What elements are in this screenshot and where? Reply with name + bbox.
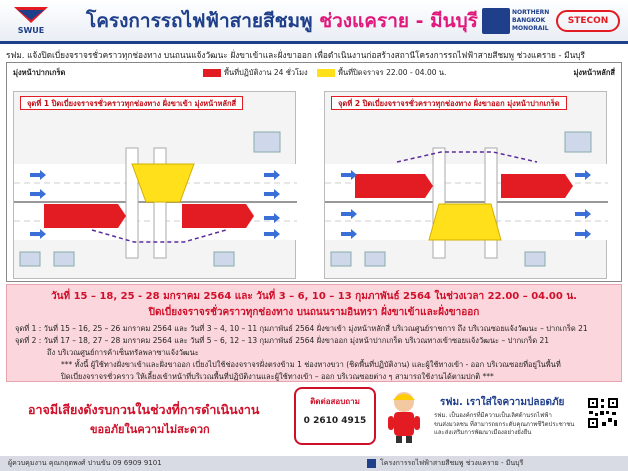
swue-logo: SWUE [14,7,48,35]
safety-line-3: และส่งเสริมการพัฒนาเมืองอย่างยั่งยืน [434,429,532,436]
panel-1-road-diagram [14,131,297,267]
safety-message: รฟม. เป็นองค์กรที่มีความเป็นเลิศด้านรถไฟ… [434,412,580,438]
direction-right: มุ่งหน้าหลักสี่ [573,68,615,77]
lane-arrows [341,170,591,239]
panel-2-road-diagram [325,131,608,267]
safety-line-1: รฟม. เป็นองค์กรที่มีความเป็นเลิศด้านรถไฟ… [434,412,552,419]
legend-red: พื้นที่ปฏิบัติงาน 24 ชั่วโมง [203,67,308,79]
note-line-1: *** ทั้งนี้ ผู้ใช้ทางฝั่งขาเข้าและฝั่งขา… [61,360,561,369]
detour-map: มุ่งหน้าปากเกร็ด พื้นที่ปฏิบัติงาน 24 ชั… [6,62,622,282]
page-title: โครงการรถไฟฟ้าสายสีชมพู ช่วงแคราย - มีนบ… [86,6,478,36]
legend-red-label: พื้นที่ปฏิบัติงาน 24 ชั่วโมง [224,68,308,77]
panel-point-1: จุดที่ 1 ปิดเบี่ยงจราจรชั่วคราวทุกช่องทา… [13,91,297,279]
nbm-logo-text: NORTHERN BANGKOK MONORAIL [512,9,550,32]
point-1-detail: จุดที่ 1 : วันที่ 15 – 16, 25 – 26 มกราค… [15,324,588,333]
supervisor-contact: ผู้ควบคุมงาน คุณกฤตพงศ์ ปานขัน 09 6909 9… [8,459,162,467]
panel-2-title: จุดที่ 2 ปิดเบี่ยงจราจรชั่วคราวทุกช่องทา… [331,96,567,110]
contact-box: ติดต่อสอบถาม 0 2610 4915 [294,387,376,445]
closure-subtitle: ปิดเบี่ยงจราจรชั่วคราวทุกช่องทาง บนถนนรา… [148,307,480,318]
panel-1-title: จุดที่ 1 ปิดเบี่ยงจราจรชั่วคราวทุกช่องทา… [20,96,244,110]
title-route: ช่วงแคราย - มีนบุรี [319,10,478,32]
nbm-logo [482,8,510,34]
schedule-info-box: วันที่ 15 – 18, 25 - 28 มกราคม 2564 และ … [6,284,622,382]
closure-zone-yellow [428,203,502,241]
point-2-detail: จุดที่ 2 : วันที่ 17 – 18, 27 – 28 มกราค… [15,336,550,345]
legend-yellow-label: พื้นที่ปิดจราจร 22.00 - 04.00 น. [338,68,447,77]
header: SWUE โครงการรถไฟฟ้าสายสีชมพู ช่วงแคราย -… [0,0,628,44]
lane-arrows [30,170,280,239]
direction-left: มุ่งหน้าปากเกร็ด [13,68,66,77]
stecon-logo: STECON [556,10,620,32]
legend-yellow-swatch [317,69,335,77]
panel-point-2: จุดที่ 2 ปิดเบี่ยงจราจรชั่วคราวทุกช่องทา… [324,91,608,279]
note-line-2: ปิดเบี่ยงจราจรชั่วคราว ให้เลี้ยงเข้าหน้า… [61,372,494,381]
qr-code-icon[interactable] [586,396,620,430]
safety-line-2: ขนส่งมวลชน ที่สามารถยกระดับคุณภาพชีวิตปร… [434,420,575,428]
contact-phone: 0 2610 4915 [303,416,367,426]
schedule-dates: วันที่ 15 – 18, 25 - 28 มกราคม 2564 และ … [51,291,577,302]
notice-line: รฟม. แจ้งปิดเบี่ยงจราจรชั่วคราวทุกช่องทา… [6,50,586,60]
work-zone-red-right [501,174,573,198]
footer-bar: ผู้ควบคุมงาน คุณกฤตพงศ์ ปานขัน 09 6909 9… [0,456,628,471]
work-zone-red-left [355,174,433,198]
detour-path [91,229,227,243]
swue-logo-text: SWUE [18,26,45,35]
title-main: โครงการรถไฟฟ้าสายสีชมพู [86,10,313,32]
noise-apology: อาจมีเสียงดังรบกวนในช่วงที่การดำเนินงาน [28,402,260,417]
point-2-detail-cont: ถึง บริเวณศูนย์การค้าเซ็นทรัลพลาซาแจ้งวั… [47,348,199,357]
project-name-footer: โครงการรถไฟฟ้าสายสีชมพู ช่วงแคราย - มีนบ… [380,459,524,467]
detour-path [396,151,538,163]
work-zone-red-left [44,204,126,228]
legend-yellow: พื้นที่ปิดจราจร 22.00 - 04.00 น. [317,67,446,79]
project-logo-icon [367,459,376,468]
contact-label: ติดต่อสอบถาม [310,397,360,406]
safety-title: รฟม. เราใส่ใจความปลอดภัย [440,397,565,408]
legend-red-swatch [203,69,221,77]
work-zone-red-right [182,204,254,228]
inconvenience-apology: ขออภัยในความไม่สะดวก [90,423,210,436]
safety-mascot-icon [388,392,420,443]
closure-zone-yellow [131,163,195,203]
